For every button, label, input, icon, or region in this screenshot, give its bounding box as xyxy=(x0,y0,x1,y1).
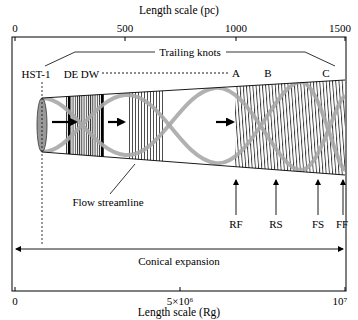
knot-label: DE xyxy=(64,68,79,80)
tick-label: 1000 xyxy=(225,22,247,34)
tick-label: 5×10⁶ xyxy=(167,295,194,307)
group-label: Trailing knots xyxy=(159,46,221,58)
knot-label: C xyxy=(322,67,329,79)
axis-title: Length scale (Rg) xyxy=(138,306,220,319)
shock-label: RS xyxy=(269,218,282,230)
knot-label: HST-1 xyxy=(22,68,51,80)
knot-label: A xyxy=(232,67,240,79)
callout-label: Flow streamline xyxy=(72,196,143,208)
tick-label: 500 xyxy=(117,22,134,34)
shock-label: FS xyxy=(312,218,324,230)
tick-label: 1500 xyxy=(329,22,351,34)
axis-title: Length scale (pc) xyxy=(139,4,219,17)
shock-label: RF xyxy=(229,218,242,230)
dimension-label: Conical expansion xyxy=(138,255,220,267)
tick-label: 0 xyxy=(12,22,18,34)
tick-label: 0 xyxy=(12,295,18,307)
tick-label: 10⁷ xyxy=(333,295,348,307)
knot-label: B xyxy=(264,67,271,79)
knot-label: DW xyxy=(81,68,99,80)
shock-label: FF xyxy=(336,218,348,230)
